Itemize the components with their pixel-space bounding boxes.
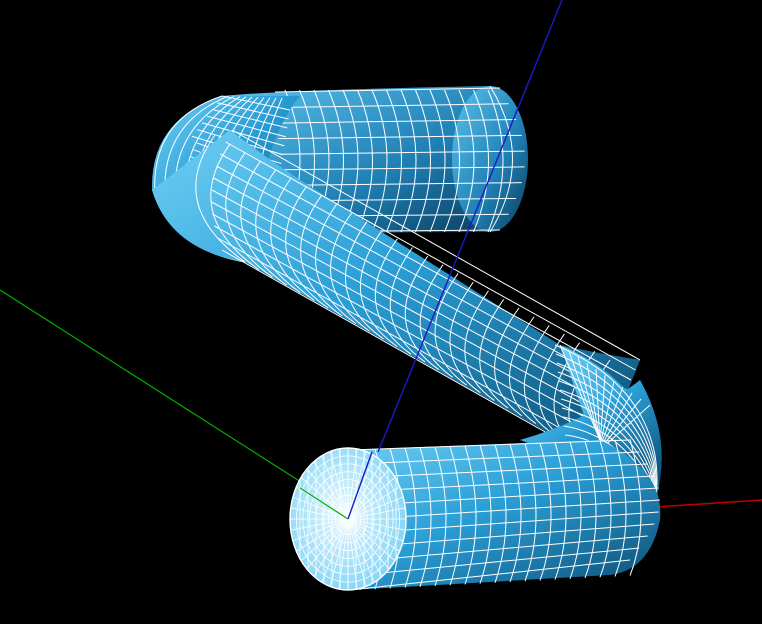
y-axis-line [0,289,349,513]
x-axis-line [639,499,762,509]
pipe-diagonal-segment [152,129,641,463]
pipe-end-cap [289,447,407,591]
z-axis-line [377,0,563,453]
